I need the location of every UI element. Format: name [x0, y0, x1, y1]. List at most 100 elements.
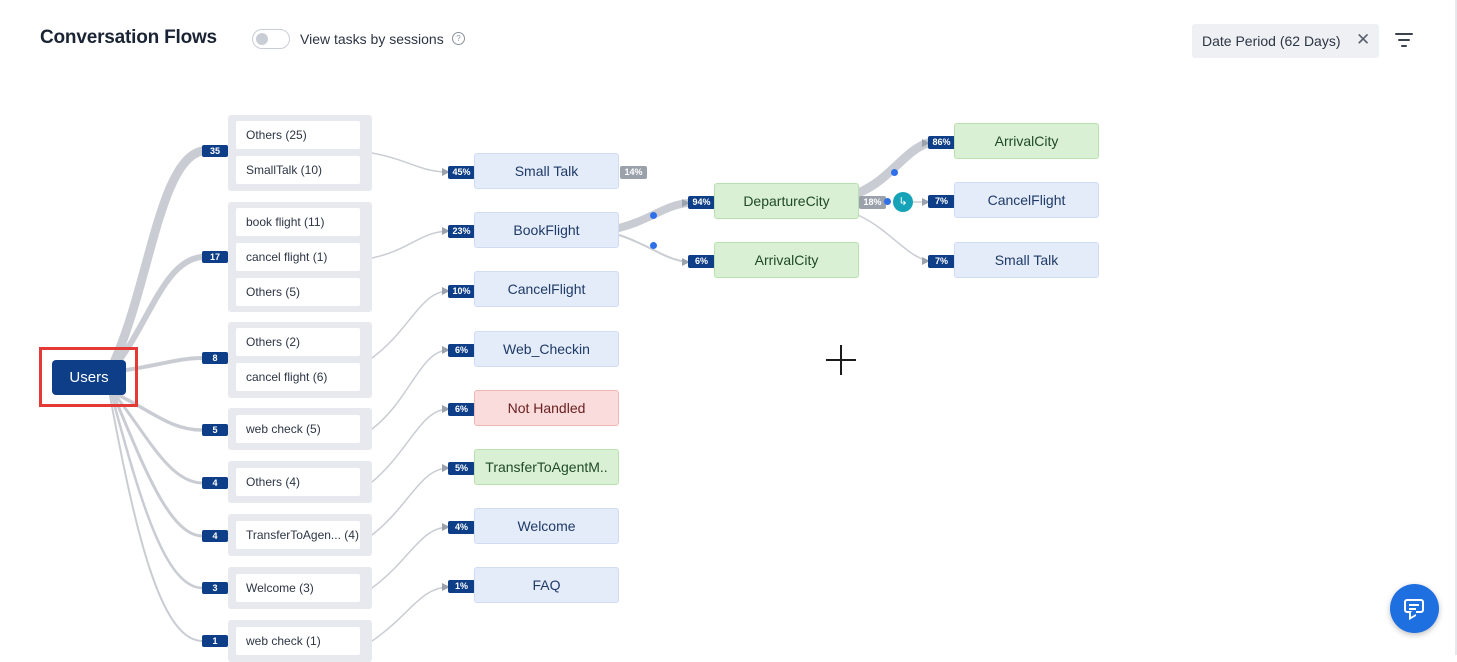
task-1-pct-badge: 45%: [448, 166, 475, 179]
link-group-3-task-3: [371, 290, 449, 359]
link-users-group-5: [114, 394, 204, 485]
task-4-pct-badge: 6%: [448, 344, 475, 357]
sessions-toggle-label: View tasks by sessions: [300, 31, 444, 47]
arrow-task-8: [442, 583, 450, 591]
question-circle-icon[interactable]: ?: [452, 32, 465, 45]
intent-item[interactable]: Others (4): [236, 468, 360, 496]
filter-lines-icon[interactable]: [1395, 32, 1413, 48]
link-group-7-task-7: [371, 526, 449, 589]
intent-item[interactable]: TransferToAgen... (4): [236, 521, 360, 549]
arrow-level2-1: [682, 199, 690, 207]
task-3-pct-badge: 10%: [448, 285, 475, 298]
intent-item[interactable]: web check (5): [236, 415, 360, 443]
link-users-group-8: [109, 395, 203, 642]
flow-dot: [650, 242, 657, 249]
level3-node-cancelflight[interactable]: CancelFlight: [954, 182, 1099, 218]
arrow-task-2: [442, 227, 450, 235]
arrow-level3-2: [922, 198, 930, 206]
flow-dot: [884, 198, 891, 205]
arrow-task-3: [442, 287, 450, 295]
intent-item[interactable]: Others (25): [236, 121, 360, 149]
task-node-cancelflight[interactable]: CancelFlight: [474, 271, 619, 307]
users-node-highlight: [39, 347, 138, 407]
level3-3-pct-badge: 7%: [928, 255, 955, 268]
task-node-faq[interactable]: FAQ: [474, 567, 619, 603]
link-bookflight-arrivalcity: [618, 234, 689, 263]
intent-item[interactable]: book flight (11): [236, 208, 360, 236]
task-8-pct-badge: 1%: [448, 580, 475, 593]
dropoff-arrow-icon[interactable]: ↳: [893, 192, 913, 212]
task-node-transfer-to-agent[interactable]: TransferToAgentM..: [474, 449, 619, 485]
group-3-count-badge: 8: [202, 352, 228, 364]
date-period-filter-chip[interactable]: Date Period (62 Days) ✕: [1192, 24, 1379, 58]
task-node-label: FAQ: [532, 577, 561, 593]
arrow-task-5: [442, 405, 450, 413]
level2-1-pct-badge: 94%: [688, 196, 715, 209]
task-5-pct-badge: 6%: [448, 403, 475, 416]
flow-dot: [891, 169, 898, 176]
level3-node-label: ArrivalCity: [994, 133, 1059, 149]
arrow-task-1: [442, 168, 450, 176]
arrow-task-7: [442, 523, 450, 531]
link-group-4-task-4: [371, 349, 449, 430]
level3-node-arrivalcity[interactable]: ArrivalCity: [954, 123, 1099, 159]
task-7-pct-badge: 4%: [448, 521, 475, 534]
flow-dot: [650, 212, 657, 219]
task-1-exit-pct-badge: 14%: [620, 166, 647, 179]
link-group-6-task-6: [371, 467, 449, 536]
group-7-count-badge: 3: [202, 582, 228, 594]
level3-2-pct-badge: 7%: [928, 195, 955, 208]
chat-bubble-icon: [1404, 599, 1424, 613]
level3-node-label: Small Talk: [994, 252, 1059, 268]
level2-2-pct-badge: 6%: [688, 255, 715, 268]
link-users-group-4: [116, 393, 204, 432]
task-node-label: Web_Checkin: [503, 341, 590, 357]
task-node-not-handled[interactable]: Not Handled: [474, 390, 619, 426]
task-node-label: Small Talk: [514, 163, 579, 179]
level2-node-arrivalcity[interactable]: ArrivalCity: [714, 242, 859, 278]
users-root-node[interactable]: Users: [52, 360, 126, 395]
level2-node-label: DepartureCity: [743, 193, 830, 209]
level3-node-label: CancelFlight: [987, 192, 1066, 208]
close-icon[interactable]: ✕: [1356, 30, 1371, 49]
link-group-8-task-8: [371, 586, 449, 642]
group-5-count-badge: 4: [202, 477, 228, 489]
task-node-web-checkin[interactable]: Web_Checkin: [474, 331, 619, 367]
link-users-group-2: [115, 254, 205, 365]
intent-item[interactable]: cancel flight (1): [236, 243, 360, 271]
link-departurecity-arrivalcity: [853, 138, 933, 198]
task-node-small-talk[interactable]: Small Talk: [474, 153, 619, 189]
arrow-task-6: [442, 464, 450, 472]
task-2-pct-badge: 23%: [448, 225, 475, 238]
group-4-count-badge: 5: [202, 424, 228, 436]
task-node-label: Not Handled: [507, 400, 586, 416]
level2-node-departurecity[interactable]: DepartureCity: [714, 183, 859, 219]
level2-1-exit-pct-badge: 18%: [859, 196, 886, 209]
intent-item[interactable]: Others (5): [236, 278, 360, 306]
task-node-bookflight[interactable]: BookFlight: [474, 212, 619, 248]
task-node-welcome[interactable]: Welcome: [474, 508, 619, 544]
group-2-count-badge: 17: [202, 251, 228, 263]
link-users-group-7: [110, 394, 204, 590]
sessions-toggle[interactable]: [252, 29, 290, 49]
intent-item[interactable]: web check (1): [236, 627, 360, 655]
intent-item[interactable]: cancel flight (6): [236, 363, 360, 391]
arrow-level2-2: [682, 258, 690, 266]
task-node-label: BookFlight: [513, 222, 580, 238]
link-group-2-task-2: [371, 230, 449, 259]
level3-1-pct-badge: 86%: [928, 136, 955, 149]
link-departurecity-smalltalk: [857, 214, 929, 262]
intent-item[interactable]: Welcome (3): [236, 574, 360, 602]
intent-item[interactable]: SmallTalk (10): [236, 156, 360, 184]
level2-node-label: ArrivalCity: [754, 252, 819, 268]
intent-item[interactable]: Others (2): [236, 328, 360, 356]
date-period-label: Date Period (62 Days): [1202, 33, 1341, 49]
arrow-level3-1: [922, 139, 930, 147]
toggle-knob: [256, 33, 268, 45]
link-group-5-task-5: [371, 408, 449, 483]
level3-node-small-talk[interactable]: Small Talk: [954, 242, 1099, 278]
group-6-count-badge: 4: [202, 530, 228, 542]
task-node-label: CancelFlight: [507, 281, 586, 297]
chat-fab-button[interactable]: [1390, 584, 1439, 633]
